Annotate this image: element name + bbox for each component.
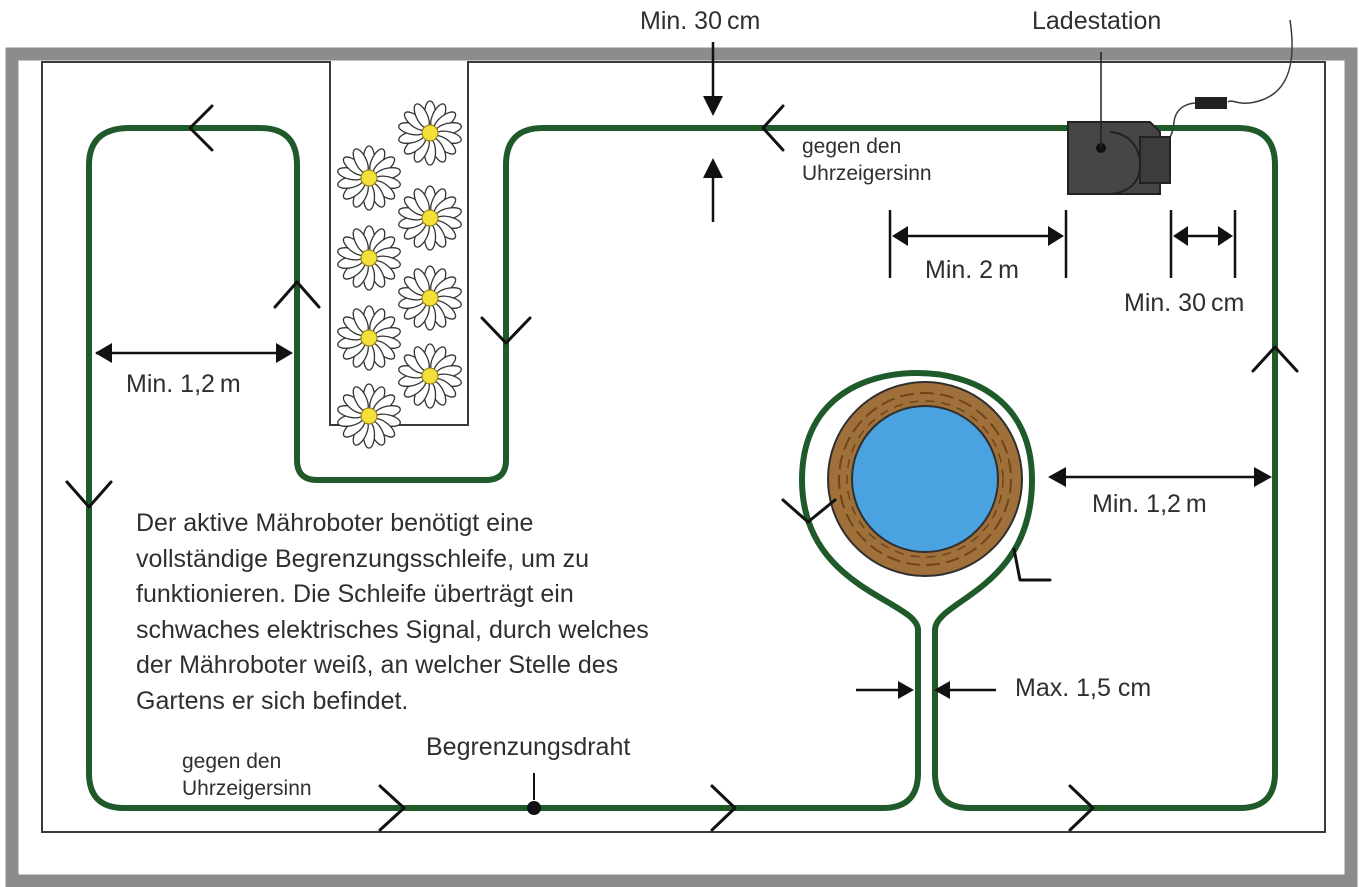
label-wire-spacing: Max. 1,5 cm (1015, 674, 1152, 702)
daisy-icon (337, 305, 401, 371)
charging-station (1067, 19, 1293, 195)
outer-frame (5, 47, 1358, 887)
daisy-icon (398, 265, 462, 331)
wire-marker (527, 773, 541, 815)
label-direction-top-line1: gegen den (802, 135, 902, 158)
daisy-icon (337, 225, 401, 291)
pond (827, 381, 1023, 577)
label-direction-bottom-line1: gegen den (182, 750, 282, 773)
direction-chevrons (65, 104, 1299, 832)
label-left-width: Min. 1,2 m (126, 370, 241, 398)
label-station-front-gap: Min. 2 m (925, 256, 1019, 284)
description-line: schwaches elektrisches Signal, durch wel… (136, 615, 649, 644)
label-top-gap: Min. 30 cm (640, 7, 761, 35)
label-direction-bottom-line2: Uhrzeigersinn (182, 777, 312, 800)
label-station-side-gap: Min. 30 cm (1124, 289, 1245, 317)
label-boundary-wire: Begrenzungsdraht (426, 733, 631, 761)
daisy-icon (398, 343, 462, 409)
daisy-icon (398, 100, 462, 166)
label-direction-top-line2: Uhrzeigersinn (802, 162, 932, 185)
description-line: Der aktive Mähroboter benötigt eine (136, 509, 534, 537)
flower-bed (337, 100, 462, 449)
daisy-icon (337, 383, 401, 449)
description-text: Der aktive Mähroboter benötigt eine voll… (136, 506, 756, 719)
daisy-icon (337, 145, 401, 211)
boundary-wire (86, 125, 1278, 811)
description-line: funktionieren. Die Schleife überträgt ei… (136, 580, 574, 608)
description-line: vollständige Begrenzungsschleife, um zu (136, 544, 590, 573)
dimension-marks (95, 42, 1272, 699)
label-island-gap: Min. 1,2 m (1092, 490, 1207, 518)
description-line: Gartens er sich befindet. (136, 686, 409, 715)
label-charging-station: Ladestation (1032, 7, 1162, 35)
daisy-icon (398, 185, 462, 251)
lawn-edge (41, 61, 1326, 833)
description-line: der Mähroboter weiß, an welcher Stelle d… (136, 651, 619, 679)
